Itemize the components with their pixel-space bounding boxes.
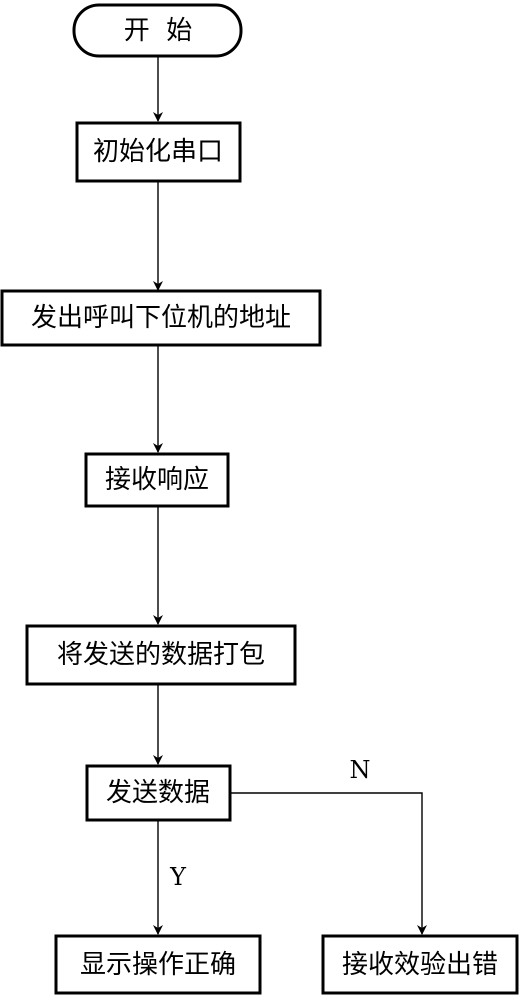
edge-send-to-error: [230, 792, 427, 935]
show-ok-box: [54, 934, 262, 995]
show-ok-label: 显示操作正确: [80, 950, 236, 980]
init-serial-box: [75, 121, 242, 183]
edge-label-no: N: [350, 756, 371, 784]
checksum-error-box: [321, 934, 519, 995]
receive-response-box: [84, 452, 230, 508]
call-address-label: 发出呼叫下位机的地址: [31, 303, 291, 333]
start-node: [72, 3, 243, 58]
pack-data-label: 将发送的数据打包: [57, 640, 265, 670]
call-address-box: [0, 289, 322, 347]
pack-data-box: [25, 624, 297, 686]
init-serial-label: 初始化串口: [93, 137, 223, 167]
receive-response-label: 接收响应: [105, 465, 209, 495]
send-data-box: [85, 764, 232, 822]
edge-label-yes: Y: [169, 863, 187, 891]
start-node-label: 开 始: [124, 16, 193, 46]
send-data-label: 发送数据: [106, 778, 210, 808]
checksum-error-label: 接收效验出错: [342, 950, 498, 980]
